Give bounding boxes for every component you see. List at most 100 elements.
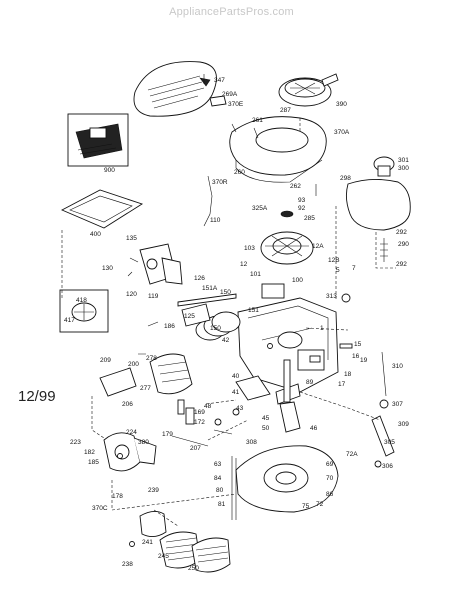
label-206: 206 bbox=[122, 401, 133, 408]
label-50: 50 bbox=[262, 425, 270, 432]
label-89: 89 bbox=[306, 379, 314, 386]
label-305: 305 bbox=[384, 439, 395, 446]
label-241: 241 bbox=[142, 539, 153, 546]
muffler-bracket bbox=[99, 367, 137, 397]
label-298: 298 bbox=[340, 175, 351, 182]
recoil-starter bbox=[278, 73, 339, 107]
carburetor bbox=[103, 432, 157, 472]
label-12: 12 bbox=[240, 261, 248, 268]
gasket-set bbox=[60, 189, 144, 229]
label-292-a: 292 bbox=[396, 229, 407, 236]
label-238: 238 bbox=[122, 561, 133, 568]
label-125: 125 bbox=[184, 313, 195, 320]
blower-housing bbox=[229, 116, 327, 183]
label-151a: 151A bbox=[202, 285, 218, 292]
label-169: 169 bbox=[194, 409, 205, 416]
label-80: 80 bbox=[216, 487, 224, 494]
connecting-rod bbox=[235, 375, 271, 401]
label-207: 207 bbox=[190, 445, 201, 452]
label-63: 63 bbox=[214, 461, 222, 468]
label-261: 261 bbox=[252, 117, 263, 124]
decal-370e bbox=[209, 95, 227, 107]
label-70: 70 bbox=[326, 475, 334, 482]
label-239: 239 bbox=[148, 487, 159, 494]
label-400: 400 bbox=[90, 231, 101, 238]
label-69: 69 bbox=[326, 461, 334, 468]
label-390: 390 bbox=[336, 101, 347, 108]
piston bbox=[181, 303, 241, 341]
air-cleaner bbox=[139, 511, 231, 573]
dipstick bbox=[381, 351, 387, 397]
label-325a: 325A bbox=[252, 205, 268, 212]
shroud-cover bbox=[133, 61, 217, 117]
label-900: 900 bbox=[104, 167, 115, 174]
label-224: 224 bbox=[126, 429, 137, 436]
label-370c: 370C bbox=[92, 505, 108, 512]
label-306: 306 bbox=[382, 463, 393, 470]
label-290: 290 bbox=[398, 241, 409, 248]
label-120: 120 bbox=[126, 291, 137, 298]
label-42: 42 bbox=[222, 337, 230, 344]
label-370e: 370E bbox=[228, 101, 244, 108]
label-313: 313 bbox=[326, 293, 337, 300]
label-84: 84 bbox=[214, 475, 222, 482]
label-200: 200 bbox=[128, 361, 139, 368]
label-292-b: 292 bbox=[396, 261, 407, 268]
label-260: 260 bbox=[234, 169, 245, 176]
label-12b: 12B bbox=[328, 257, 340, 264]
label-15: 15 bbox=[354, 341, 362, 348]
label-417: 417 bbox=[64, 317, 75, 324]
label-418: 418 bbox=[76, 297, 87, 304]
label-380: 380 bbox=[138, 439, 149, 446]
oil-fill-tube bbox=[371, 415, 395, 457]
label-40: 40 bbox=[232, 373, 240, 380]
label-48: 48 bbox=[204, 403, 212, 410]
label-223: 223 bbox=[70, 439, 81, 446]
label-5: 5 bbox=[336, 267, 340, 274]
label-92: 92 bbox=[298, 205, 306, 212]
watermark: AppliancePartsPros.com bbox=[169, 6, 294, 18]
label-245: 245 bbox=[158, 553, 169, 560]
label-135: 135 bbox=[126, 235, 137, 242]
label-269a: 269A bbox=[222, 91, 238, 98]
label-307: 307 bbox=[392, 401, 403, 408]
governor-inset bbox=[59, 289, 109, 333]
ignition-coil bbox=[261, 283, 285, 299]
label-45: 45 bbox=[262, 415, 270, 422]
label-72a: 72A bbox=[346, 451, 358, 458]
label-110: 110 bbox=[210, 217, 221, 224]
label-278: 278 bbox=[146, 355, 157, 362]
muffler bbox=[149, 353, 193, 395]
label-81: 81 bbox=[218, 501, 226, 508]
part-labels: 347 269A 370E 390 287 261 370A 900 301 3… bbox=[64, 77, 409, 572]
label-277: 277 bbox=[140, 385, 151, 392]
label-347: 347 bbox=[214, 77, 225, 84]
label-172: 172 bbox=[194, 419, 205, 426]
label-103: 103 bbox=[244, 245, 255, 252]
intake-assembly bbox=[139, 243, 183, 285]
label-370a: 370A bbox=[334, 129, 350, 136]
label-186: 186 bbox=[164, 323, 175, 330]
label-101: 101 bbox=[250, 271, 261, 278]
engine-inset bbox=[67, 113, 129, 167]
label-100: 100 bbox=[292, 277, 303, 284]
label-285: 285 bbox=[304, 215, 315, 222]
label-150-a: 150 bbox=[220, 289, 231, 296]
label-119: 119 bbox=[148, 293, 159, 300]
label-178: 178 bbox=[112, 493, 123, 500]
label-18: 18 bbox=[344, 371, 352, 378]
label-130: 130 bbox=[102, 265, 113, 272]
label-179: 179 bbox=[162, 431, 173, 438]
label-301: 301 bbox=[398, 157, 409, 164]
label-1: 1 bbox=[320, 325, 324, 332]
label-250: 250 bbox=[188, 565, 199, 572]
label-72: 72 bbox=[316, 501, 324, 508]
label-43: 43 bbox=[236, 405, 244, 412]
label-150-b: 150 bbox=[210, 325, 221, 332]
label-287: 287 bbox=[280, 107, 291, 114]
date-code: 12/99 bbox=[18, 388, 56, 405]
label-17: 17 bbox=[338, 381, 346, 388]
valve bbox=[177, 293, 237, 307]
